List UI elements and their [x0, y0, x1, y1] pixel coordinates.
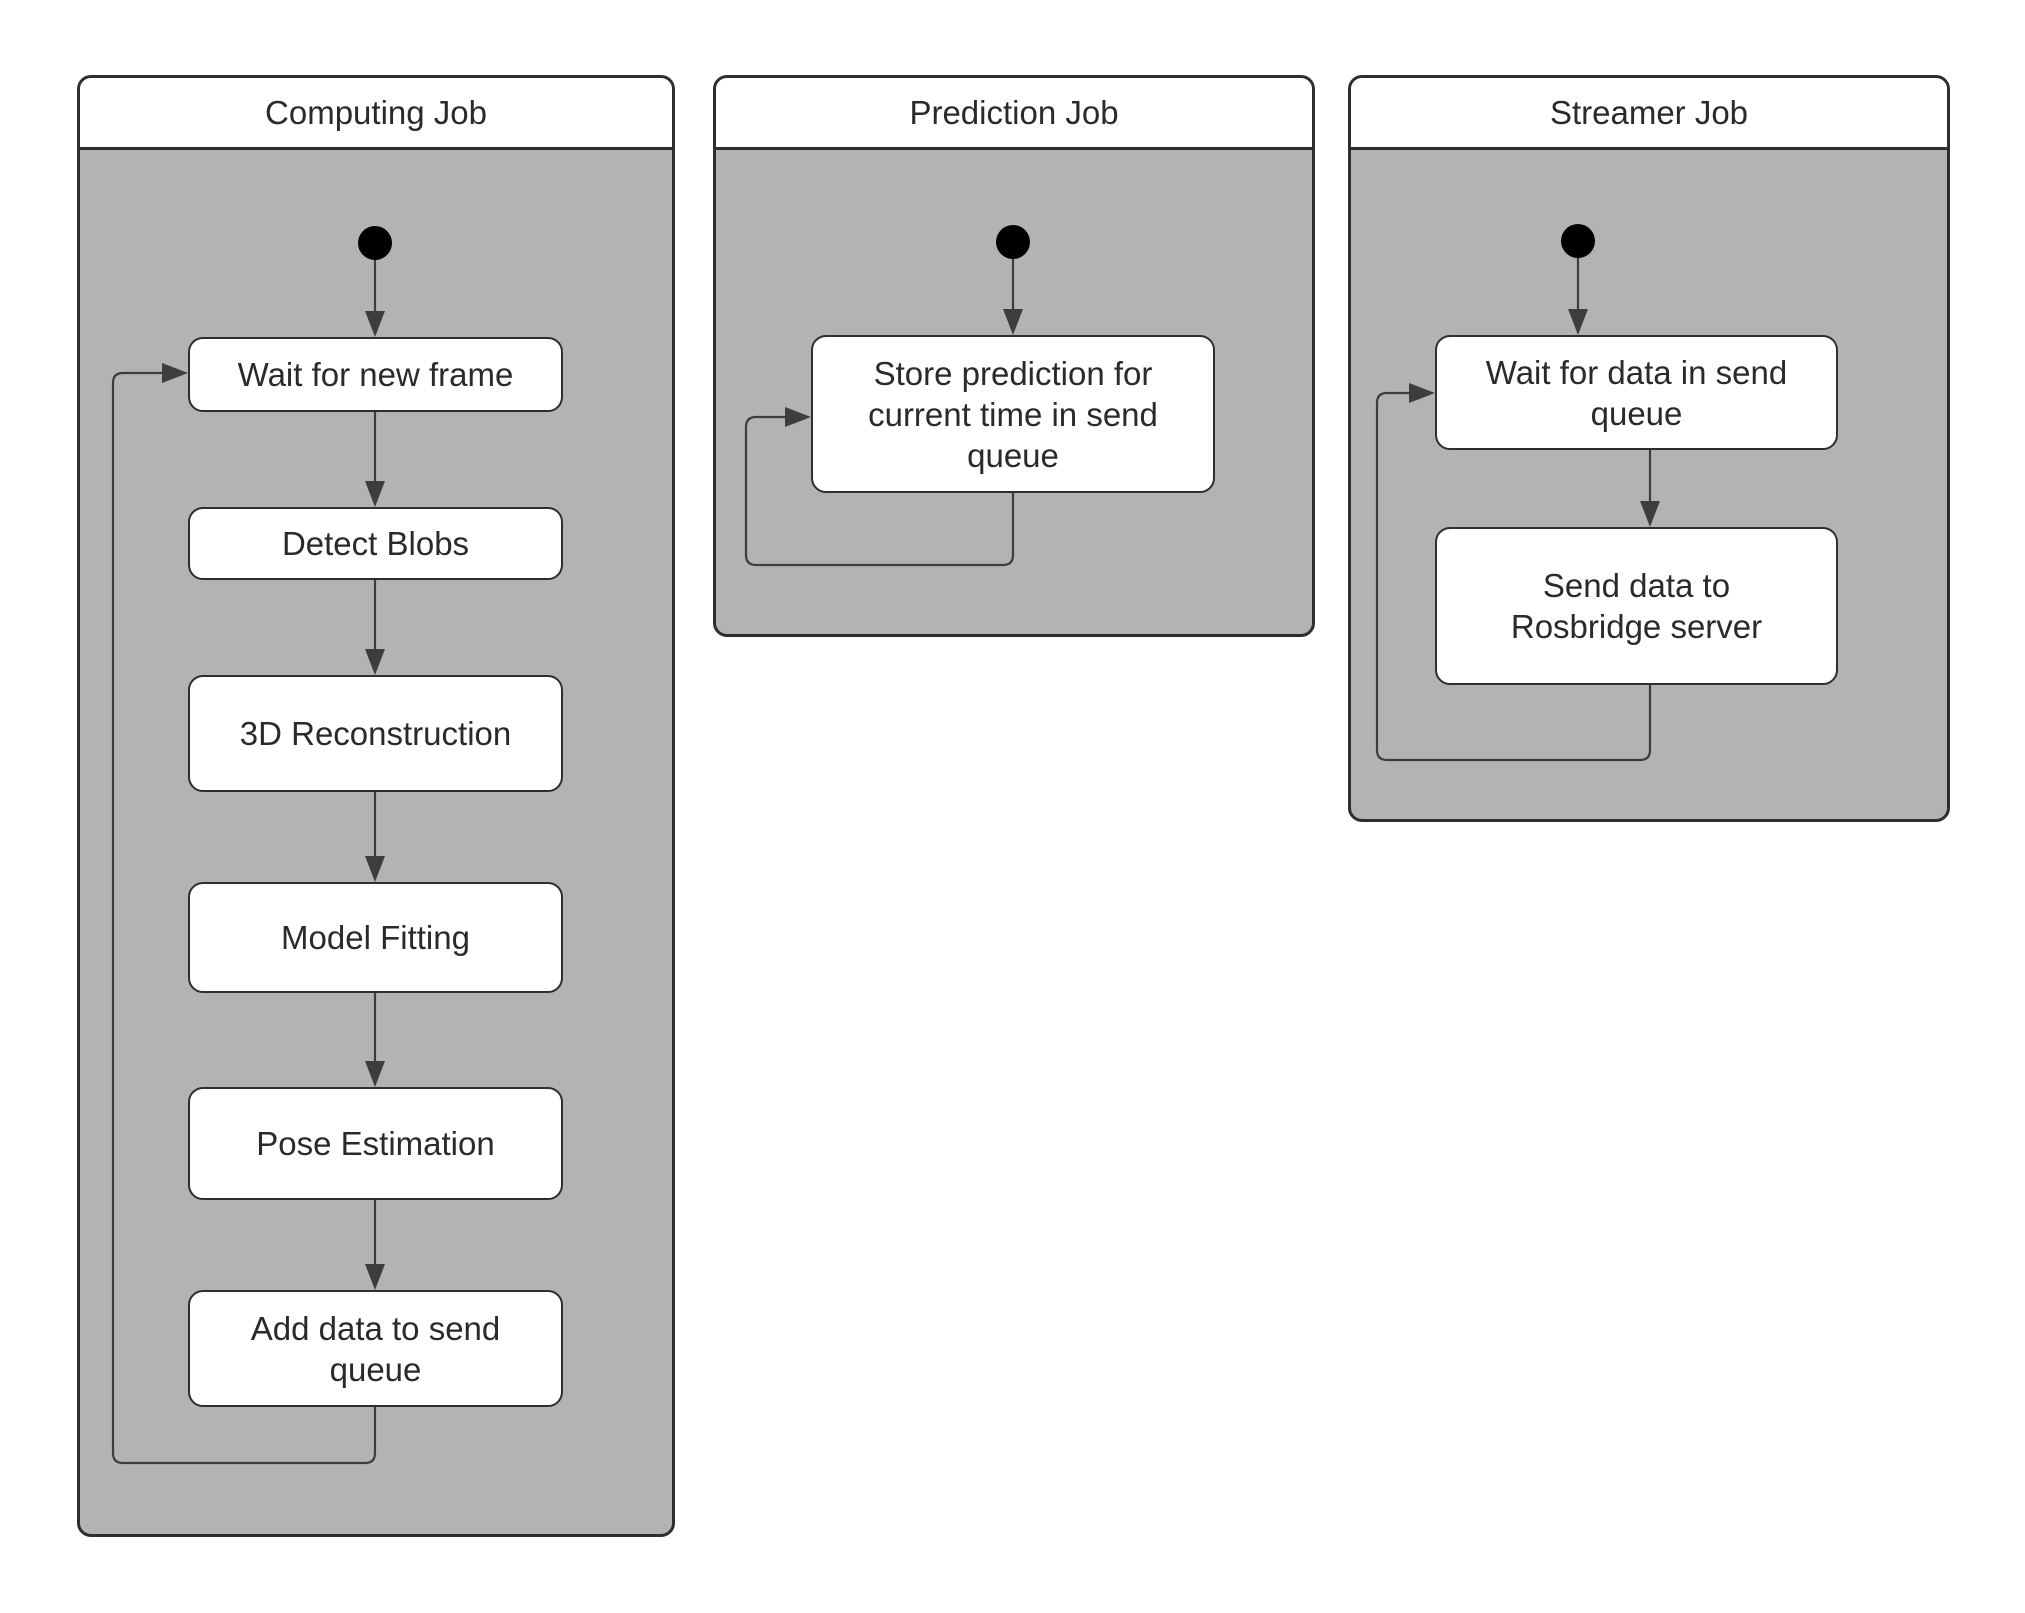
node-label-line: Pose Estimation [256, 1125, 495, 1162]
pool-title-streamer-job: Streamer Job [1351, 78, 1947, 150]
node-label-line: Rosbridge server [1510, 608, 1763, 645]
node-model-fitting: Model Fitting [188, 882, 563, 993]
node-label-line: Add data to send [250, 1309, 501, 1347]
node-label-line: queue [1590, 394, 1683, 432]
node-label-line: queue [967, 436, 1059, 474]
node-detect-blobs: Detect Blobs [188, 507, 563, 580]
node-wait-for-data-in-send-queue: Wait for data in send queue [1435, 335, 1838, 450]
node-label-line: Store prediction for [873, 354, 1153, 392]
node-send-data-to-rosbridge-server: Send data to Rosbridge server [1435, 527, 1838, 685]
node-add-data-to-send-queue: Add data to send queue [188, 1290, 563, 1407]
node-label-line: Model Fitting [281, 919, 470, 956]
node-pose-estimation: Pose Estimation [188, 1087, 563, 1200]
node-store-prediction: Store prediction for current time in sen… [811, 335, 1215, 493]
node-label-line: Detect Blobs [281, 525, 470, 562]
node-3d-reconstruction: 3D Reconstruction [188, 675, 563, 792]
node-wait-for-new-frame: Wait for new frame [188, 337, 563, 412]
node-label-line: Wait for data in send [1485, 353, 1788, 391]
node-label-line: Send data to [1542, 567, 1731, 604]
node-label-line: Wait for new frame [237, 356, 514, 393]
node-label-line: 3D Reconstruction [239, 715, 512, 752]
node-label-line: queue [329, 1350, 422, 1388]
pool-title-prediction-job: Prediction Job [716, 78, 1312, 150]
node-label-line: current time in send [868, 395, 1158, 433]
pool-title-computing-job: Computing Job [80, 78, 672, 150]
